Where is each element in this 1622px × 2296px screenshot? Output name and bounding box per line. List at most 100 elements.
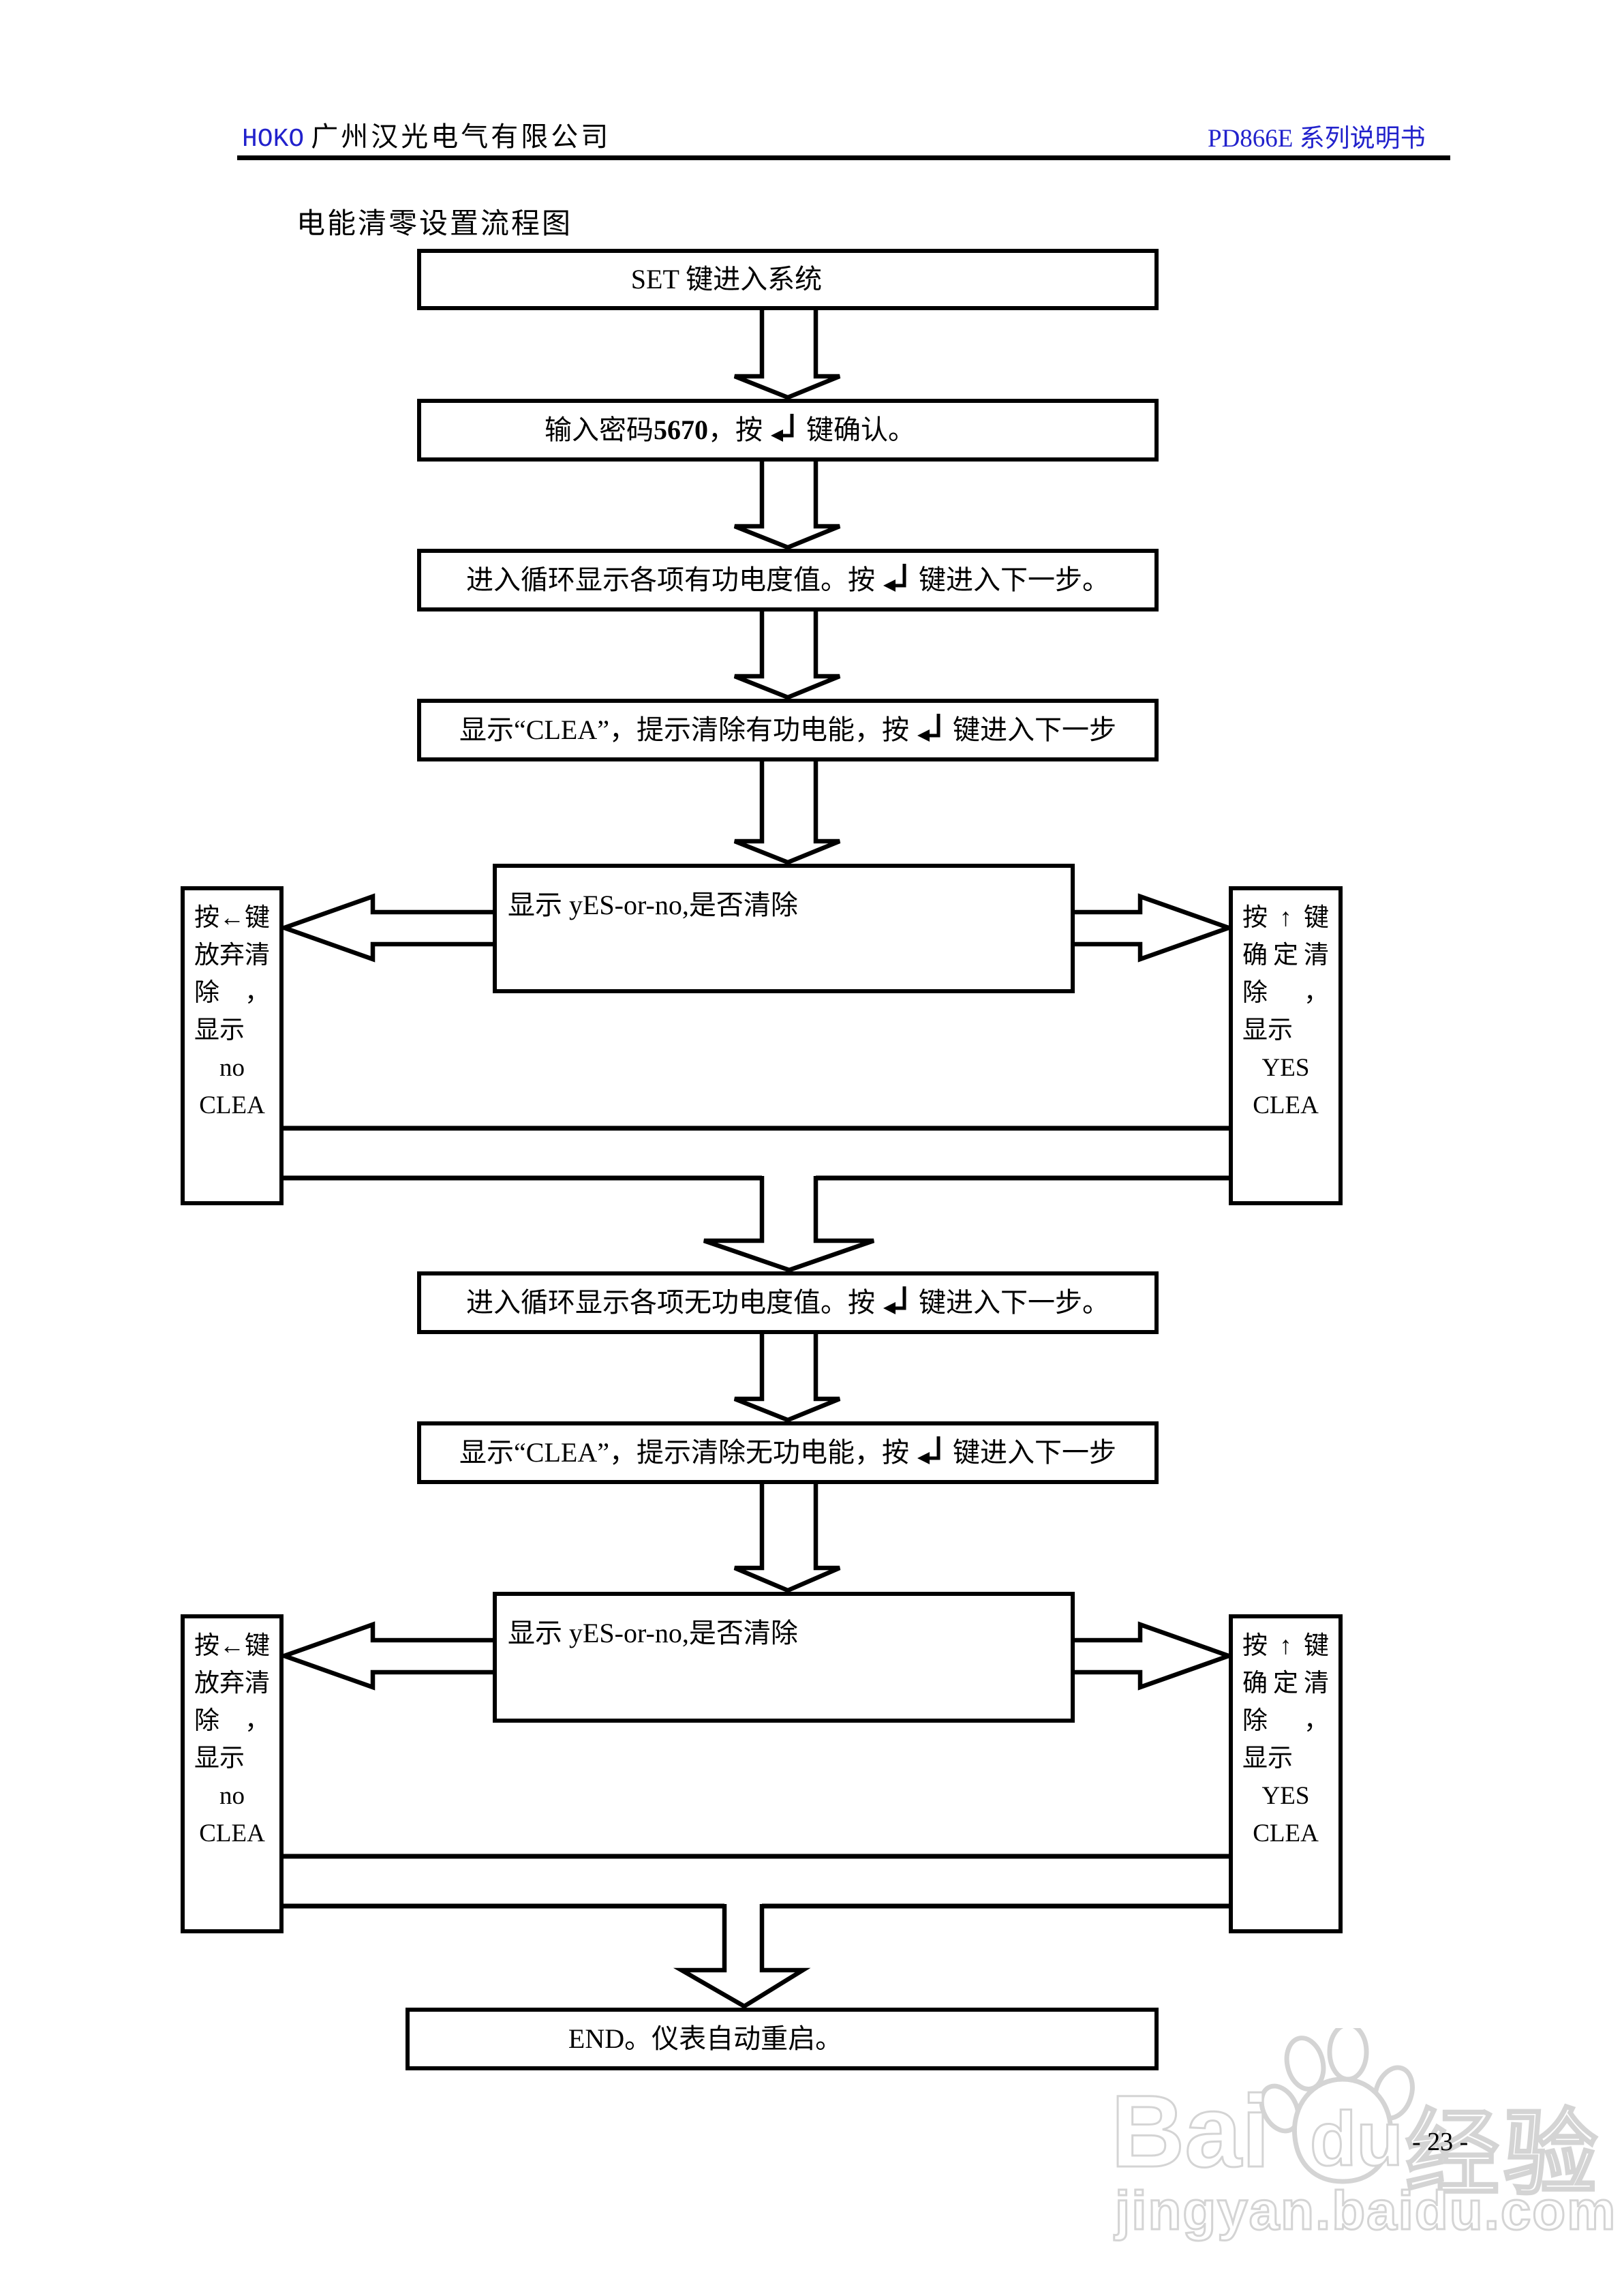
branch-text: 弃 — [219, 941, 245, 970]
enter-key-icon — [917, 1436, 940, 1464]
arrow-down-icon — [733, 1332, 841, 1423]
branch-text: 显示 — [1242, 1744, 1293, 1773]
branch-text: 显示 — [194, 1016, 245, 1045]
branch-text: 定 — [1273, 1670, 1298, 1698]
flow-branch-abandon: 按←键 放弃清 除， 显示 no CLEA — [181, 886, 284, 1205]
display-value: no — [219, 1054, 245, 1083]
step-text: 键进入下一步。 — [919, 1287, 1110, 1318]
branch-text: 清 — [245, 1670, 270, 1698]
flow-branch-confirm: 按↑键 确定清 除， 显示 YES CLEA — [1229, 886, 1343, 1205]
step-text: 进入循环显示各项无功电度值。按 — [466, 1287, 875, 1318]
flow-step-enter-system: SET 键进入系统 — [417, 249, 1159, 310]
flow-branch-abandon: 按←键 放弃清 除 ， 显示 no CLEA — [181, 1614, 284, 1933]
flow-decision-yes-or-no: 显示 yES-or-no,是否清除 — [493, 864, 1075, 993]
step-text: 键确认。 — [806, 414, 915, 445]
branch-text: 确 — [1242, 941, 1268, 970]
watermark-text: du — [1309, 2096, 1405, 2183]
flow-decision-yes-or-no: 显示 yES-or-no,是否清除 — [493, 1592, 1075, 1723]
arrow-down-icon — [733, 759, 841, 865]
step-text: 键进入下一步 — [952, 1437, 1116, 1468]
flow-step-end: END。仪表自动重启。 — [406, 2008, 1159, 2070]
branch-text: 按 — [1242, 904, 1268, 933]
display-value: YES — [1261, 1782, 1310, 1811]
arrow-right-icon — [1075, 1621, 1236, 1691]
watermark-url: jingyan.baidu.com — [1114, 2179, 1617, 2242]
flow-step-clea-active: 显示“CLEA”，提示清除有功电能，按 键进入下一步 — [417, 699, 1159, 761]
display-value: CLEA — [199, 1819, 265, 1848]
branch-text: 除 — [1242, 979, 1268, 1008]
watermark-text: Bai — [1110, 2073, 1270, 2190]
arrow-down-icon — [673, 1904, 811, 2009]
branch-text: 键 — [1304, 904, 1329, 933]
step-text: 显示“CLEA”，提示清除无功电能，按 — [459, 1437, 909, 1468]
step-text: END。仪表自动重启。 — [568, 2023, 843, 2054]
branch-text: 放 — [194, 941, 219, 970]
enter-key-icon — [917, 714, 940, 742]
header-rule — [237, 155, 1450, 160]
flow-step-password: 输入密码 5670，按 键确认。 — [417, 399, 1159, 462]
watermark-text: 经验 — [1405, 2101, 1602, 2208]
display-value: CLEA — [1253, 1819, 1319, 1848]
branch-text: 键 — [1304, 1632, 1329, 1661]
up-arrow-key-icon: ↑ — [1279, 1632, 1292, 1661]
step-text: 键进入下一步 — [952, 714, 1116, 745]
step-text: 进入循环显示各项有功电度值。按 — [466, 564, 875, 595]
flow-step-clea-reactive: 显示“CLEA”，提示清除无功电能，按 键进入下一步 — [417, 1421, 1159, 1484]
baidu-paw-icon — [1259, 2028, 1415, 2184]
branch-text: 键 — [245, 1632, 270, 1661]
arrow-down-icon — [733, 308, 841, 400]
up-arrow-key-icon: ↑ — [1279, 904, 1292, 933]
arrow-down-icon — [733, 1482, 841, 1593]
company-logo-text: HOKO — [242, 125, 311, 159]
page-title: 电能清零设置流程图 — [296, 209, 573, 240]
branch-text: 清 — [1304, 941, 1329, 970]
branch-text: ， — [1304, 1707, 1329, 1736]
arrow-left-icon — [277, 893, 493, 963]
flow-step-reactive-energy-display: 进入循环显示各项无功电度值。按 键进入下一步。 — [417, 1271, 1159, 1334]
display-value: CLEA — [1253, 1091, 1319, 1120]
enter-key-icon — [883, 1286, 906, 1314]
enter-key-icon — [883, 564, 906, 592]
branch-text: ， — [245, 1707, 270, 1736]
flow-step-active-energy-display: 进入循环显示各项有功电度值。按 键进入下一步。 — [417, 549, 1159, 611]
arrow-down-icon — [733, 459, 841, 550]
page-number: - 23 - — [1412, 2128, 1469, 2156]
branch-text: 除 — [1242, 1707, 1268, 1736]
company-name: 广州汉光电气有限公司 — [311, 121, 611, 152]
branch-text: 除 — [194, 979, 219, 1008]
left-arrow-key-icon: ← — [219, 1632, 245, 1661]
branch-text: 确 — [1242, 1670, 1268, 1698]
branch-text: ， — [1304, 979, 1329, 1008]
enter-key-icon — [771, 414, 794, 442]
arrow-left-icon — [277, 1621, 493, 1691]
step-text: SET 键进入系统 — [630, 264, 823, 294]
arrow-right-icon — [1075, 893, 1236, 963]
branch-text: 按 — [194, 1632, 219, 1661]
password-value: 5670 — [654, 414, 708, 445]
branch-text: ， — [245, 979, 270, 1008]
decision-text: 显示 yES-or-no,是否清除 — [508, 1618, 798, 1648]
branch-text: 按 — [194, 904, 219, 933]
branch-text: 定 — [1273, 941, 1298, 970]
step-text: ，按 — [708, 414, 763, 445]
display-value: CLEA — [199, 1091, 265, 1120]
branch-text: 除 — [194, 1707, 219, 1736]
display-value: YES — [1261, 1054, 1310, 1083]
display-value: no — [219, 1782, 245, 1811]
flow-branch-confirm: 按↑键 确定清 除， 显示 YES CLEA — [1229, 1614, 1343, 1933]
branch-text: 弃 — [219, 1670, 245, 1698]
decision-text: 显示 yES-or-no,是否清除 — [508, 890, 798, 920]
arrow-down-icon — [733, 609, 841, 700]
step-text: 显示“CLEA”，提示清除有功电能，按 — [459, 714, 909, 745]
step-text: 输入密码 — [545, 414, 654, 445]
branch-text: 清 — [245, 941, 270, 970]
branch-text: 放 — [194, 1670, 219, 1698]
step-text: 键进入下一步。 — [919, 564, 1110, 595]
arrow-down-icon — [703, 1176, 875, 1273]
branch-text: 键 — [245, 904, 270, 933]
branch-text: 清 — [1304, 1670, 1329, 1698]
branch-text: 显示 — [194, 1744, 245, 1773]
